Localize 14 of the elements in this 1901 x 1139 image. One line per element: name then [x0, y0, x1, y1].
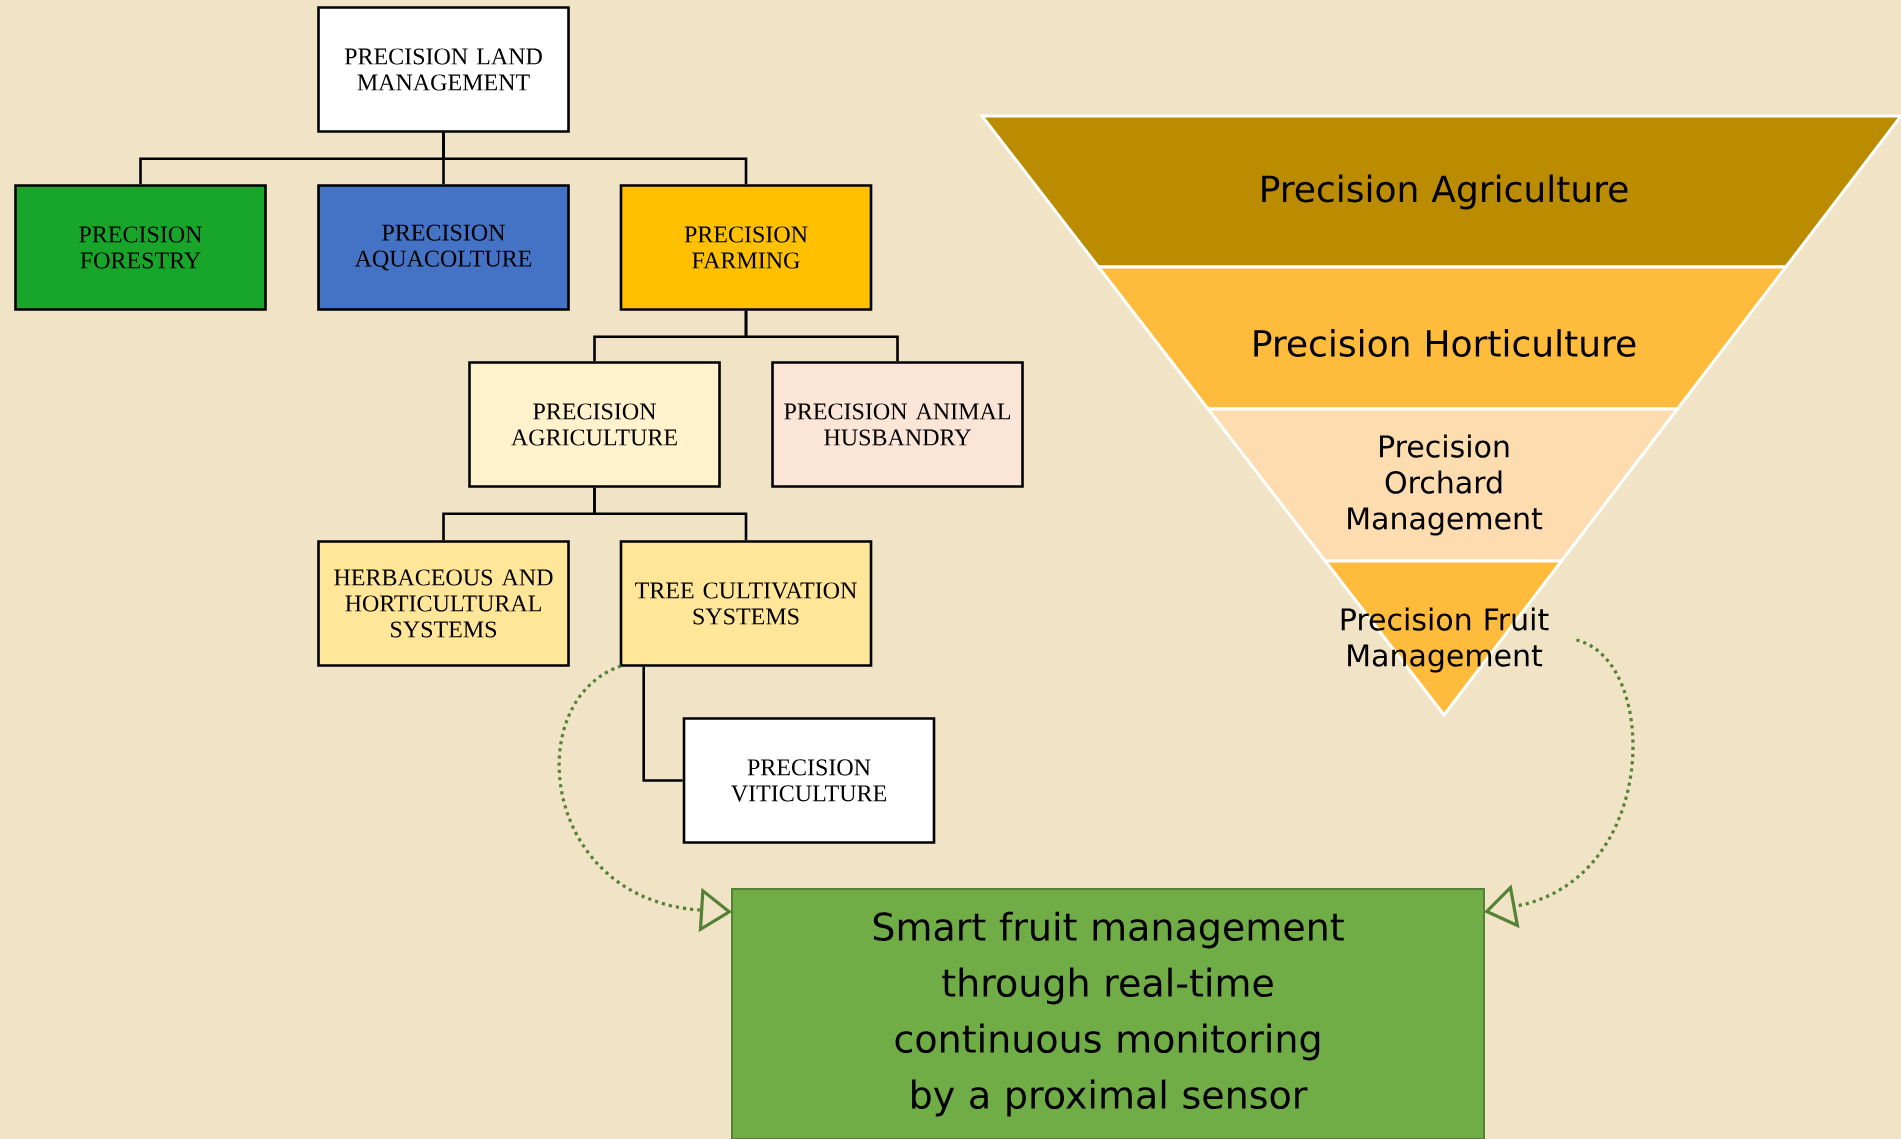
category-box: HERBACEOUS AND HORTICULTURAL SYSTEMS: [317, 540, 570, 667]
connector-line: [593, 487, 748, 541]
connector-line: [442, 132, 748, 185]
category-box: PRECISION LAND MANAGEMENT: [317, 6, 570, 133]
connector-line: [642, 666, 683, 782]
category-box: TREE CULTIVATION SYSTEMS: [619, 540, 873, 667]
category-box: PRECISION ANIMAL HUSBANDRY: [771, 361, 1024, 488]
category-box: PRECISION AGRICULTURE: [468, 361, 721, 488]
result-box: Smart fruit management through real-time continuous monitoring by a proximal sensor: [731, 888, 1485, 1139]
category-box: PRECISION VITICULTURE: [682, 717, 936, 844]
category-box: PRECISION AQUACOLTURE: [317, 184, 570, 311]
category-box: PRECISION FORESTRY: [14, 184, 267, 311]
category-box: PRECISION FARMING: [619, 184, 873, 311]
connector-line: [744, 310, 899, 362]
